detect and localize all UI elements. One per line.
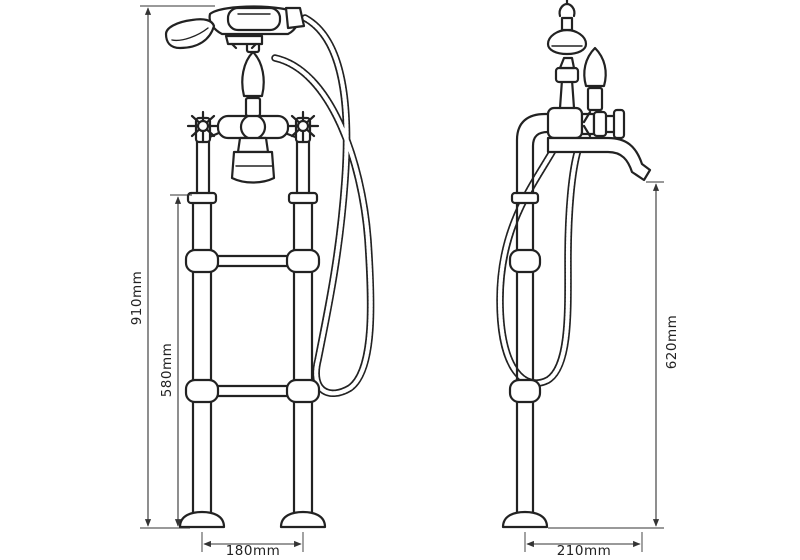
front-view: 910mm 580mm 180mm bbox=[129, 5, 375, 559]
side-diverter-lever bbox=[583, 46, 607, 112]
side-bath-spout bbox=[546, 136, 652, 182]
front-diverter-lever bbox=[241, 38, 265, 118]
overall-height-label: 910mm bbox=[129, 271, 145, 326]
front-left-leg bbox=[178, 191, 226, 529]
front-valve-body bbox=[216, 113, 290, 184]
front-right-cross-handle bbox=[286, 110, 320, 144]
spout-height-label: 620mm bbox=[664, 315, 680, 370]
leg-height-label: 580mm bbox=[159, 343, 175, 398]
side-riser bbox=[554, 56, 580, 110]
front-handset bbox=[164, 5, 306, 50]
front-width-label: 180mm bbox=[226, 543, 281, 559]
side-dimension-lines bbox=[524, 181, 664, 552]
front-stretcher-bars bbox=[216, 254, 289, 398]
side-standpipe bbox=[501, 191, 549, 529]
front-right-leg bbox=[279, 191, 327, 529]
side-shower-hose bbox=[496, 134, 582, 387]
side-width-label: 210mm bbox=[557, 543, 612, 559]
front-left-cross-handle bbox=[186, 110, 220, 144]
side-handset bbox=[546, 0, 588, 56]
front-dimension-lines bbox=[140, 5, 304, 552]
front-shower-hose bbox=[271, 14, 375, 397]
side-view: 620mm 210mm bbox=[496, 0, 680, 559]
side-valve-body bbox=[546, 106, 626, 140]
